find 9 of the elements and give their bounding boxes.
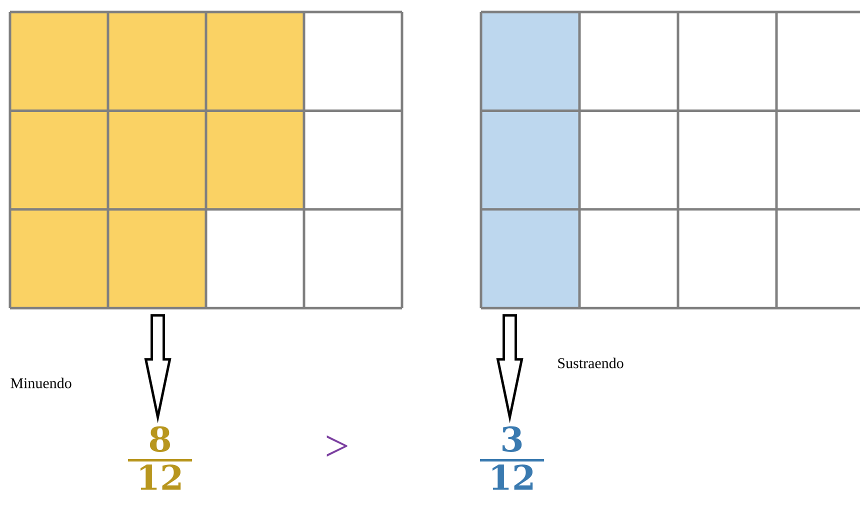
fraction: 8 12 <box>128 426 192 490</box>
fraction: 3 12 <box>480 426 544 490</box>
fraction-grid <box>480 10 860 310</box>
fraction-grid <box>8 10 404 310</box>
term-label: Sustraendo <box>558 358 624 368</box>
block-arrow <box>144 314 172 424</box>
comparison-sign: > <box>326 435 348 457</box>
term-label: Minuendo <box>10 378 72 388</box>
block-arrow <box>496 314 524 424</box>
